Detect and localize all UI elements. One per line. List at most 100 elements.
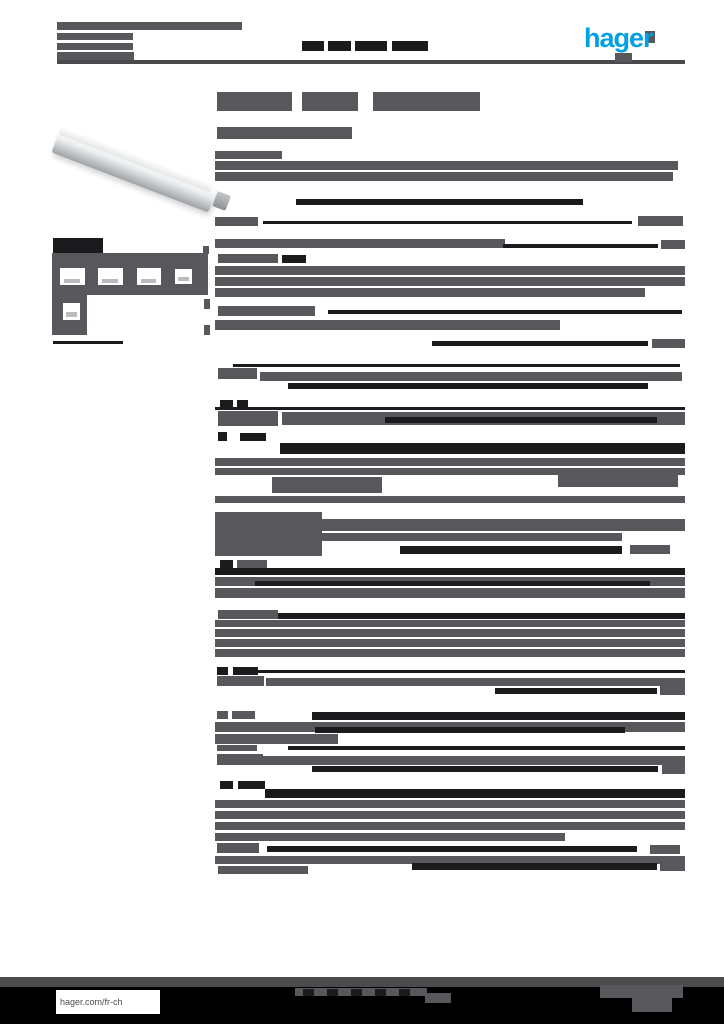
doc-info-word (392, 41, 428, 51)
redacted-text-bar (217, 754, 263, 765)
footer-url-text: hager.com/fr-ch (60, 997, 123, 1007)
redacted-text-bar (288, 746, 685, 750)
redacted-text-bar (662, 765, 685, 774)
redacted-text-bar (215, 320, 560, 330)
logo-mark (615, 53, 632, 62)
redacted-text-bar (638, 216, 683, 226)
redacted-text-bar (215, 496, 685, 503)
redacted-text-bar (630, 545, 670, 554)
social-icon[interactable] (351, 989, 362, 996)
doc-info-word (302, 41, 324, 51)
subtitle-text (217, 127, 352, 139)
redacted-text-bar (215, 856, 685, 864)
redacted-text-bar (660, 686, 685, 695)
redacted-text-bar (385, 417, 657, 423)
redacted-text-bar (255, 581, 650, 586)
redacted-text-bar (215, 811, 685, 819)
redacted-text-bar (218, 254, 278, 263)
drawing-tick (204, 299, 210, 309)
address-line (57, 33, 133, 40)
redacted-text-bar (215, 458, 685, 466)
redacted-text-bar (215, 407, 685, 410)
redacted-text-bar (218, 411, 278, 426)
title-word (302, 92, 358, 111)
redacted-text-bar (238, 781, 265, 789)
social-icon[interactable] (399, 989, 410, 996)
redacted-text-bar (503, 244, 658, 248)
redacted-text-bar (232, 711, 255, 719)
doc-info-word (355, 41, 387, 51)
redacted-text-bar (220, 560, 233, 568)
redacted-text-bar (218, 432, 227, 441)
redacted-text-bar (215, 588, 685, 598)
redacted-text-bar (215, 734, 338, 744)
doc-info-word (328, 41, 351, 51)
redacted-text-bar (215, 639, 685, 647)
footer-mark (425, 993, 451, 1003)
logo-mark (645, 31, 655, 43)
redacted-text-bar (660, 862, 685, 871)
redacted-text-bar (220, 781, 233, 789)
redacted-text-bar (215, 288, 645, 297)
drawing-window-mark (102, 279, 118, 283)
redacted-text-bar (258, 670, 685, 673)
drawing-window-mark (64, 279, 80, 283)
redacted-text-bar (233, 667, 258, 675)
redacted-text-bar (267, 846, 637, 852)
redacted-text-bar (215, 629, 685, 637)
drawing-tick (203, 246, 209, 254)
redacted-text-bar (432, 341, 648, 346)
redacted-text-bar (237, 400, 248, 407)
redacted-text-bar (312, 712, 685, 720)
redacted-text-bar (217, 667, 228, 675)
social-icon[interactable] (327, 989, 338, 996)
footer-address-block (632, 998, 672, 1012)
drawing-window-mark (141, 279, 156, 283)
redacted-text-bar (215, 649, 685, 657)
address-line (57, 52, 134, 60)
footer-address-block (600, 985, 683, 998)
redacted-text-bar (260, 372, 682, 381)
redacted-text-bar (215, 266, 685, 275)
hager-logo: hager (584, 23, 654, 53)
redacted-text-bar (218, 610, 278, 619)
redacted-text-bar (661, 240, 685, 249)
redacted-text-bar (240, 433, 266, 441)
redacted-text-bar (215, 277, 685, 286)
redacted-text-bar (278, 613, 685, 619)
redacted-text-bar (215, 172, 673, 181)
footer-url-link[interactable]: hager.com/fr-ch (56, 990, 160, 1014)
redacted-text-bar (215, 822, 685, 830)
redacted-text-bar (217, 745, 257, 751)
redacted-text-bar (288, 383, 648, 389)
drawing-tick (204, 325, 210, 335)
redacted-text-bar (215, 468, 685, 475)
header-rule (57, 60, 685, 64)
social-icon[interactable] (375, 989, 386, 996)
redacted-text-bar (315, 727, 625, 733)
redacted-text-bar (282, 255, 306, 263)
redacted-text-bar (218, 306, 315, 316)
redacted-text-bar (215, 568, 685, 575)
redacted-text-bar (215, 833, 565, 841)
redacted-text-bar (652, 339, 685, 348)
redacted-text-bar (322, 519, 685, 531)
redacted-text-bar (215, 161, 678, 170)
footer-top-strip (0, 977, 724, 987)
social-icon[interactable] (303, 989, 314, 996)
redacted-text-bar (328, 310, 682, 314)
redacted-text-bar (266, 678, 685, 686)
redacted-text-bar (215, 217, 258, 226)
redacted-text-bar (265, 789, 685, 798)
redacted-text-bar (215, 800, 685, 808)
redacted-text-bar (233, 364, 680, 367)
redacted-text-bar (215, 512, 322, 556)
address-line (57, 43, 133, 50)
redacted-text-bar (272, 477, 382, 493)
redacted-text-bar (263, 756, 685, 765)
redacted-text-bar (412, 863, 657, 870)
drawing-window-mark (178, 277, 189, 281)
